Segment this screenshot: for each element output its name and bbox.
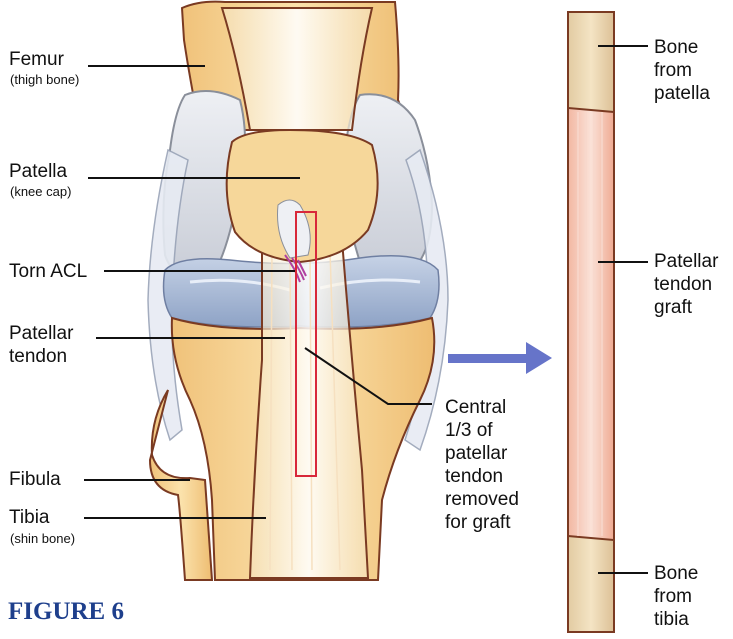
bone-from-tibia-label: Bone from tibia <box>654 562 698 631</box>
tibia-sublabel: (shin bone) <box>10 532 75 545</box>
figure-caption: FIGURE 6 <box>8 598 124 626</box>
central-third-label: Central 1/3 of patellar tendon removed f… <box>445 396 519 534</box>
fibula-label: Fibula <box>9 470 61 489</box>
right-arrow-icon <box>448 342 552 374</box>
femur-label: Femur <box>9 50 64 69</box>
patella-bone <box>227 130 378 262</box>
patella-label: Patella <box>9 162 67 181</box>
bone-from-patella-label: Bone from patella <box>654 36 710 105</box>
patella-sublabel: (knee cap) <box>10 185 71 198</box>
torn-acl-label: Torn ACL <box>9 262 87 281</box>
patellar-tendon-graft-label: Patellar tendon graft <box>654 250 718 319</box>
femur-sublabel: (thigh bone) <box>10 73 79 86</box>
tibia-label: Tibia <box>9 508 49 527</box>
patellar-tendon-label: Patellar tendon <box>9 322 73 368</box>
tendon-graft <box>568 12 614 632</box>
